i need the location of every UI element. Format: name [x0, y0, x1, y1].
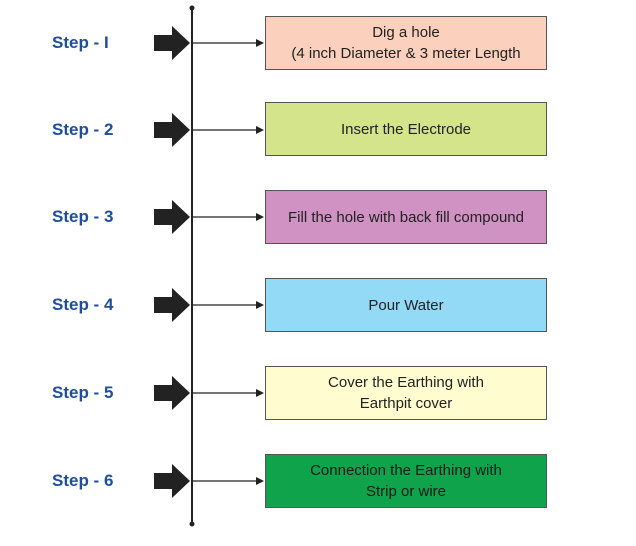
step-6-block-arrow-icon	[154, 464, 190, 498]
step-1-arrowhead-icon	[256, 39, 264, 47]
spine-bottom-dot	[189, 521, 195, 527]
step-4-arrowhead-icon	[256, 301, 264, 309]
step-5-label: Step - 5	[52, 383, 114, 402]
step-1-text-line: Dig a hole	[372, 24, 440, 41]
step-3-box: Fill the hole with back fill compound	[265, 190, 547, 244]
step-1-label: Step - I	[52, 33, 109, 52]
step-3-text-line: Fill the hole with back fill compound	[288, 208, 524, 226]
step-5-arrowhead-icon	[256, 389, 264, 397]
step-4-text-line: Pour Water	[368, 296, 444, 314]
step-4-box: Pour Water	[265, 278, 547, 332]
step-4-block-arrow-icon	[154, 288, 190, 322]
step-2-block-arrow-icon	[154, 113, 190, 147]
step-2-text-line: Insert the Electrode	[340, 120, 472, 138]
step-1-box: Dig a hole (4 inch Diameter & 3 meter Len…	[265, 16, 547, 70]
step-5-block-arrow-icon	[154, 376, 190, 410]
step-1-block-arrow-icon	[154, 26, 190, 60]
step-5-text-line: Cover the Earthing with	[328, 374, 484, 391]
step-3-block-arrow-icon	[154, 200, 190, 234]
step-6-label: Step - 6	[52, 471, 114, 490]
spine-top-dot	[189, 5, 195, 11]
step-6-text-line: Strip or wire	[365, 483, 447, 500]
step-6-text-line: Connection the Earthing with	[310, 462, 502, 479]
step-6-arrowhead-icon	[256, 477, 264, 485]
step-3-label: Step - 3	[52, 207, 114, 226]
step-2-label: Step - 2	[52, 120, 114, 139]
step-2-arrowhead-icon	[256, 126, 264, 134]
step-1-text-line: (4 inch Diameter & 3 meter Length	[291, 45, 521, 62]
step-2-box: Insert the Electrode	[265, 102, 547, 156]
step-4-label: Step - 4	[52, 295, 114, 314]
step-5-text-line: Earthpit cover	[359, 395, 453, 412]
step-3-arrowhead-icon	[256, 213, 264, 221]
